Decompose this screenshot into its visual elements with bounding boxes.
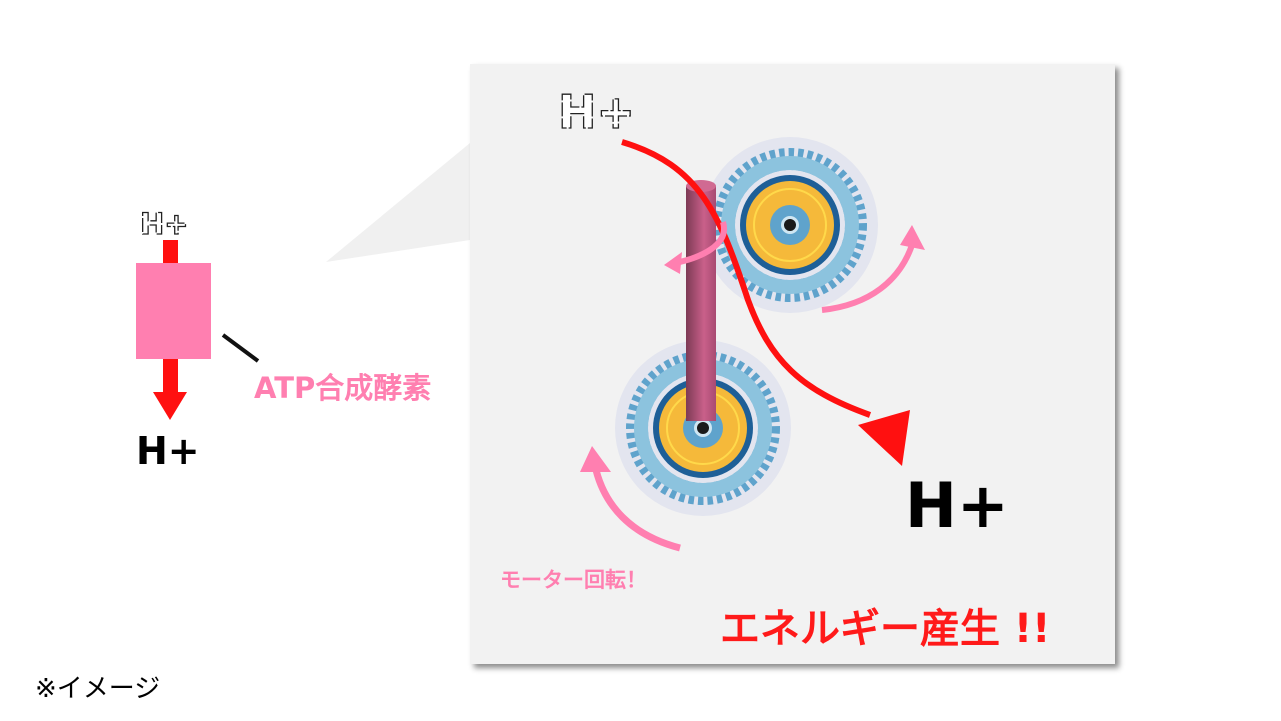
- arrowhead-icon: [900, 225, 925, 250]
- shaft-rotation-arrow: [674, 221, 727, 266]
- label-leader-line: [221, 333, 260, 363]
- h-plus-top-label: H+: [140, 207, 189, 241]
- proton-arrowhead-icon: [858, 410, 910, 466]
- rotor-shaft: [686, 186, 716, 421]
- left-schematic: H+ ATP合成酵素 H+: [136, 206, 431, 473]
- callout-pointer: [326, 143, 470, 262]
- atp-synthase-block: [136, 263, 211, 359]
- h-plus-bottom-label: H+: [136, 429, 200, 473]
- motor-rotation-label: モーター回転！: [500, 568, 647, 592]
- h-plus-in-label: H+: [558, 85, 635, 139]
- zoom-panel-content: H+ H+ モーター回転！ エネルギー産生 !!: [500, 84, 1050, 652]
- upper-rotation-arrow: [821, 244, 915, 313]
- proton-flow-out-arrow: [163, 359, 178, 393]
- arrowhead-icon: [664, 252, 682, 274]
- image-note: ※イメージ: [35, 674, 160, 704]
- h-plus-out-label: H+: [905, 469, 1009, 542]
- arrowhead-icon: [153, 392, 187, 420]
- proton-path: [621, 139, 872, 418]
- arrowhead-icon: [580, 446, 611, 472]
- proton-flow-in-arrow: [163, 240, 178, 266]
- upper-gear-icon: [702, 137, 878, 313]
- energy-production-label: エネルギー産生 !!: [720, 606, 1050, 652]
- lower-rotation-arrow: [592, 469, 681, 552]
- enzyme-label: ATP合成酵素: [254, 371, 431, 405]
